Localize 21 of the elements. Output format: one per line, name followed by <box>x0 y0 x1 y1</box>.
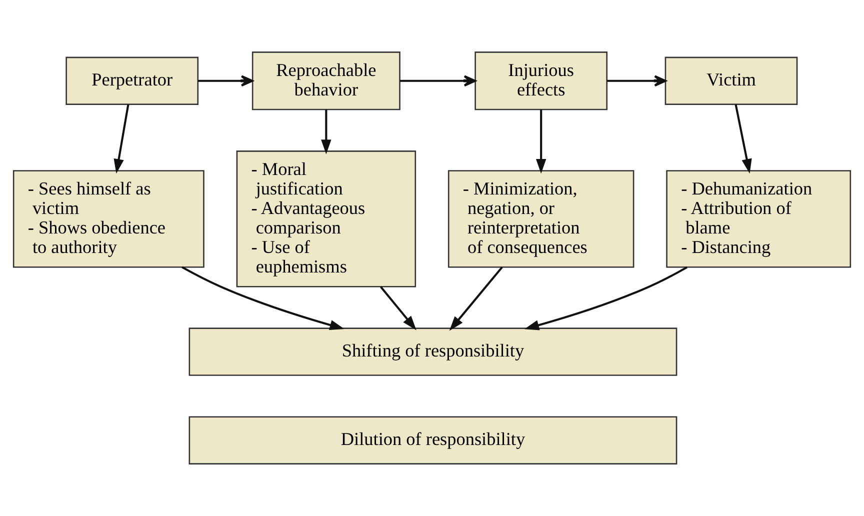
arrow <box>607 75 666 87</box>
node-box: Victim <box>664 56 798 105</box>
arrow <box>182 266 344 330</box>
node-box: - Sees himself as victim - Shows obedience to authority <box>12 170 204 268</box>
node-box: - Minimization, negation, or reinterpretation of consequences <box>448 170 634 268</box>
arrow <box>114 104 130 174</box>
arrow <box>449 266 503 331</box>
arrow <box>321 110 332 154</box>
arrow <box>380 286 416 330</box>
node-box: Dilution of responsibility <box>188 416 678 464</box>
node-box: Perpetrator <box>66 56 199 105</box>
arrow <box>524 266 688 330</box>
arrow <box>198 75 254 87</box>
arrow <box>536 110 546 174</box>
arrow <box>400 75 476 87</box>
node-box: - Dehumanization - Attribution of blame - Distancing <box>666 170 852 268</box>
node-box: - Moral justification - Advantageous comparison - Use of euphemisms <box>236 150 416 288</box>
node-box: Shifting of responsibility <box>188 328 678 376</box>
node-box: Reproachable behavior <box>252 52 400 110</box>
arrow <box>734 104 752 174</box>
node-box: Injurious effects <box>474 52 608 110</box>
